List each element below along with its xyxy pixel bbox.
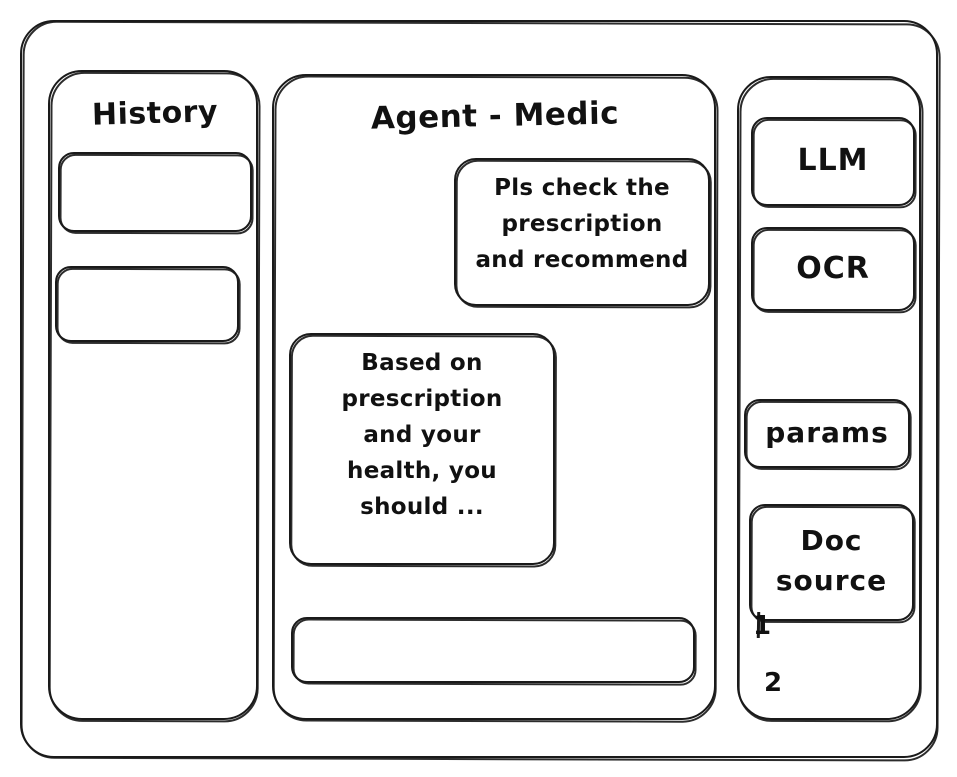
history-item-2-stroke-offset <box>56 267 241 345</box>
ocr-button[interactable] <box>751 227 917 314</box>
user-message-text: Pls check the prescription and recommend <box>475 175 689 273</box>
agent-message-stroke <box>289 333 555 565</box>
tools-panel-stroke <box>737 76 921 720</box>
params-button[interactable] <box>744 399 912 471</box>
message-input[interactable] <box>291 617 697 686</box>
window-frame-stroke <box>20 20 938 758</box>
llm-button-label: LLM <box>797 143 869 178</box>
params-button-stroke <box>744 399 910 468</box>
history-item-1-stroke-offset <box>59 153 254 235</box>
message-input-stroke <box>291 617 695 683</box>
history-item-2[interactable] <box>55 266 241 345</box>
history-panel-title: History <box>91 94 219 133</box>
history-item-2-stroke <box>55 266 239 342</box>
doc-source-button-stroke <box>749 504 914 621</box>
user-message-stroke <box>454 158 710 306</box>
doc-source-button[interactable] <box>749 504 916 624</box>
llm-button-stroke <box>751 117 915 206</box>
app-window-frame <box>20 20 941 762</box>
history-item-1-stroke <box>58 152 252 232</box>
history-panel <box>48 70 261 723</box>
agent-message-text: Based on prescription and your health, y… <box>341 350 503 520</box>
agent-panel-stroke <box>272 74 716 720</box>
doc-source-button-label: Doc source <box>775 524 888 597</box>
doc-source-item-1[interactable]: 1 <box>753 611 772 641</box>
llm-button[interactable] <box>751 117 917 209</box>
params-button-label: params <box>765 416 889 449</box>
ocr-button-stroke <box>751 227 915 311</box>
history-item-1[interactable] <box>58 152 254 235</box>
tools-panel <box>737 76 924 723</box>
doc-source-item-2[interactable]: 2 <box>764 668 783 698</box>
agent-conversation-panel <box>272 74 719 723</box>
message-input-stroke-offset <box>292 618 697 686</box>
history-panel-stroke <box>48 70 258 720</box>
user-message-bubble <box>454 158 712 309</box>
ocr-button-label: OCR <box>796 251 870 286</box>
agent-message-bubble <box>289 333 557 568</box>
